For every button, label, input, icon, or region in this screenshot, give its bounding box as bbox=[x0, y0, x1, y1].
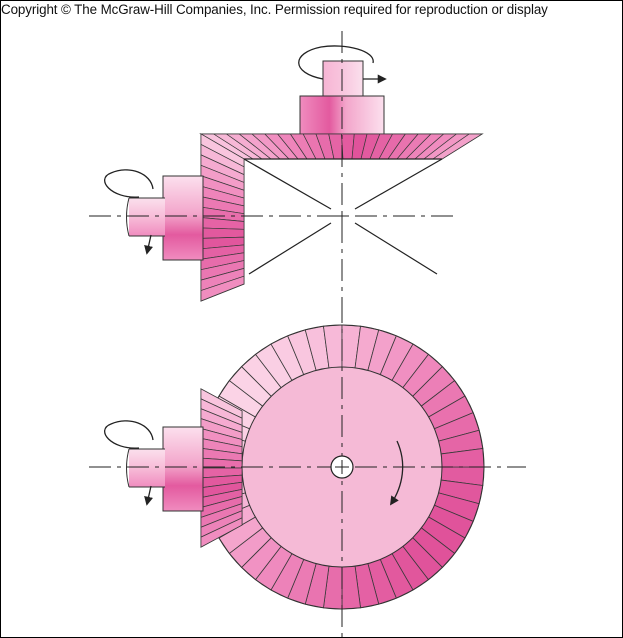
pinion-hub bbox=[162, 426, 204, 512]
left-gear-hub bbox=[162, 175, 204, 261]
pinion-shaft bbox=[129, 449, 165, 487]
rotation-arrow-crown-icon bbox=[389, 440, 404, 506]
pitch-cone-lines bbox=[243, 158, 443, 275]
rotation-arrow-left-icon bbox=[104, 169, 153, 253]
vertical-shaft bbox=[322, 60, 364, 102]
front-view bbox=[89, 301, 526, 637]
rotation-arrow-pinion-icon bbox=[104, 420, 153, 504]
band-tooth bbox=[200, 227, 245, 239]
band-tooth bbox=[200, 275, 245, 302]
side-view bbox=[89, 31, 484, 302]
side-center-lines bbox=[89, 31, 456, 301]
band-tooth bbox=[200, 517, 243, 548]
pinion-gear-teeth bbox=[200, 388, 243, 548]
copyright-notice: Copyright © The McGraw-Hill Companies, I… bbox=[1, 2, 548, 17]
left-shaft bbox=[129, 198, 165, 236]
rotation-arrow-top-icon bbox=[298, 45, 385, 79]
vertical-gear-teeth bbox=[200, 133, 245, 302]
